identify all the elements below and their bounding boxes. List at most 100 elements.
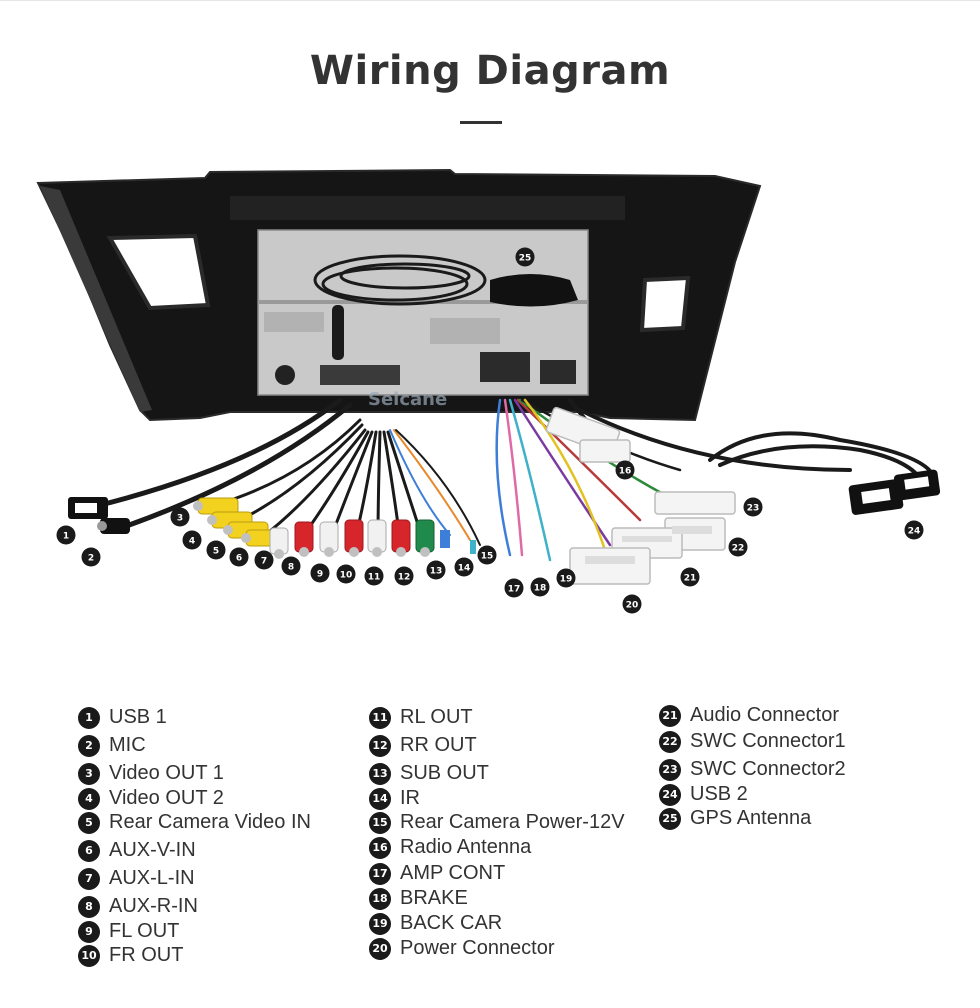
number-badge: 9	[78, 920, 100, 943]
number-badge: 16	[369, 836, 391, 859]
top-divider	[0, 0, 980, 1]
legend-label: USB 1	[109, 706, 167, 728]
right-harness	[495, 398, 682, 567]
number-badge: 2	[78, 734, 100, 757]
badge-17: 17	[504, 578, 524, 598]
number-badge: 15	[369, 811, 391, 834]
svg-text:25: 25	[519, 254, 532, 264]
badge-3: 3	[170, 507, 190, 527]
svg-text:6: 6	[236, 554, 242, 564]
legend-item: 18 BRAKE	[369, 887, 625, 910]
usb2-plugs	[848, 469, 941, 515]
svg-text:16: 16	[619, 467, 632, 477]
number-badge: 14	[369, 787, 391, 810]
badge-6: 6	[229, 547, 249, 567]
svg-text:10: 10	[340, 571, 353, 581]
svg-text:17: 17	[508, 585, 521, 595]
legend-label: SUB OUT	[400, 762, 489, 784]
legend-item: 13 SUB OUT	[369, 762, 625, 785]
svg-text:20: 20	[626, 601, 639, 611]
svg-text:15: 15	[481, 552, 494, 562]
legend-label: BRAKE	[400, 887, 468, 909]
watermark: Seicane	[368, 389, 447, 410]
badge-1: 1	[56, 525, 76, 545]
badge-13: 13	[426, 560, 446, 580]
badge-23: 23	[743, 497, 763, 517]
legend-label: Video OUT 2	[109, 787, 224, 809]
svg-text:22: 22	[732, 544, 745, 554]
legend-label: Video OUT 1	[109, 762, 224, 784]
usb1-mic-plugs	[68, 497, 130, 534]
number-badge: 7	[78, 867, 100, 890]
title-underline	[460, 121, 502, 124]
legend-item: 15 Rear Camera Power-12V	[369, 811, 625, 834]
number-badge: 23	[659, 758, 681, 781]
svg-text:2: 2	[88, 554, 94, 564]
legend-item: 21 Audio Connector	[659, 704, 846, 727]
svg-text:14: 14	[458, 564, 471, 574]
page-title: Wiring Diagram	[309, 48, 671, 94]
metal-chassis	[257, 229, 589, 396]
white-connectors	[545, 406, 736, 585]
badge-7: 7	[254, 550, 274, 570]
badge-16: 16	[615, 460, 635, 480]
badge-10: 10	[336, 564, 356, 584]
legend-label: AUX-V-IN	[109, 839, 196, 861]
connector-pins	[585, 526, 712, 564]
legend-label: Power Connector	[400, 937, 555, 959]
legend-label: Rear Camera Power-12V	[400, 811, 625, 833]
legend-label: AUX-R-IN	[109, 895, 198, 917]
svg-text:8: 8	[288, 563, 294, 573]
svg-text:21: 21	[684, 574, 697, 584]
legend-label: BACK CAR	[400, 912, 503, 934]
number-badge: 11	[369, 706, 391, 729]
svg-text:4: 4	[189, 537, 195, 547]
number-badge: 3	[78, 762, 100, 785]
number-badge: 21	[659, 704, 681, 727]
badge-15: 15	[477, 545, 497, 565]
badge-4: 4	[182, 530, 202, 550]
legend-item: 7 AUX-L-IN	[78, 867, 311, 890]
svg-text:24: 24	[908, 527, 921, 537]
svg-text:19: 19	[560, 575, 573, 585]
gps-antenna	[313, 254, 578, 360]
badge-19: 19	[556, 568, 576, 588]
badge-12: 12	[394, 566, 414, 586]
badge-20: 20	[622, 594, 642, 614]
svg-text:18: 18	[534, 584, 547, 594]
number-badge: 17	[369, 862, 391, 885]
badge-11: 11	[364, 566, 384, 586]
legend-item: 3 Video OUT 1	[78, 762, 311, 785]
legend-label: AMP CONT	[400, 862, 506, 884]
badge-18: 18	[530, 577, 550, 597]
badge-8: 8	[281, 556, 301, 576]
number-badge: 5	[78, 811, 100, 834]
legend-label: GPS Antenna	[690, 807, 812, 829]
svg-text:1: 1	[63, 532, 69, 542]
number-badge: 22	[659, 730, 681, 753]
svg-text:13: 13	[430, 567, 443, 577]
legend-label: FL OUT	[109, 920, 180, 942]
badge-14: 14	[454, 557, 474, 577]
number-badge: 13	[369, 762, 391, 785]
legend-label: AUX-L-IN	[109, 867, 195, 889]
number-badge: 18	[369, 887, 391, 910]
wiring-diagram-illustration: Seicane	[36, 168, 941, 614]
legend-label: Audio Connector	[690, 704, 839, 726]
number-badge: 24	[659, 783, 681, 806]
